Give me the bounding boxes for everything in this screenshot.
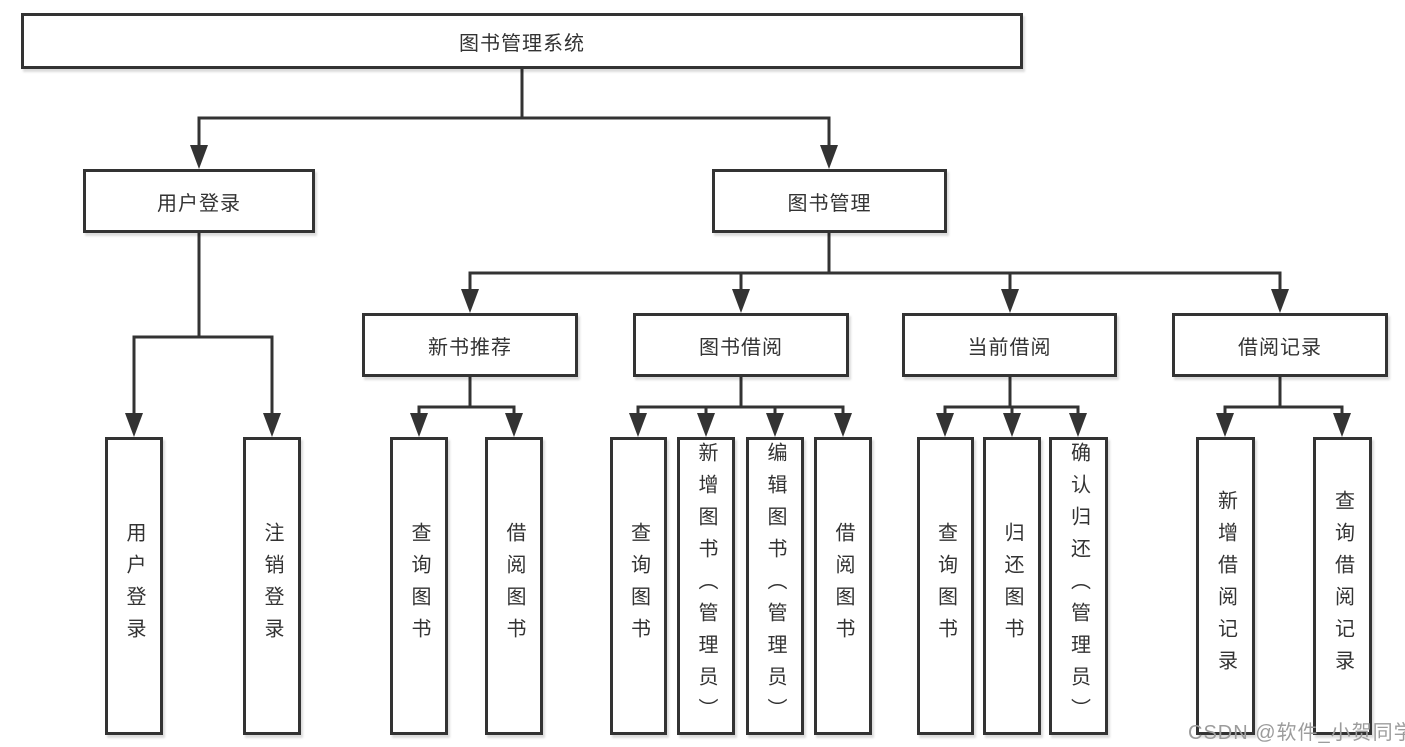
leaf-borrow-books-1: 借阅图书	[485, 437, 543, 735]
arrowhead-icon	[1069, 413, 1087, 437]
arrowhead-icon	[766, 413, 784, 437]
leaf-label: 编辑图书（管理员）	[764, 442, 786, 730]
leaf-label: 用户登录	[123, 522, 145, 650]
leaf-user-login: 用户登录	[105, 437, 163, 735]
leaf-add-borrow-record: 新增借阅记录	[1196, 437, 1255, 735]
leaf-confirm-return-admin: 确认归还（管理员）	[1049, 437, 1108, 735]
node-library-management-system: 图书管理系统	[21, 13, 1023, 69]
leaf-label: 查询图书	[627, 522, 650, 650]
leaf-add-books-admin: 新增图书（管理员）	[677, 437, 735, 735]
arrowhead-icon	[263, 413, 281, 437]
node-current-borrowing: 当前借阅	[902, 313, 1117, 377]
leaf-label: 新增图书（管理员）	[695, 442, 717, 730]
leaf-label: 查询借阅记录	[1331, 490, 1354, 682]
leaf-query-books-1: 查询图书	[390, 437, 448, 735]
leaf-label: 归还图书	[1001, 522, 1023, 650]
leaf-label: 新增借阅记录	[1214, 490, 1237, 682]
leaf-label: 查询图书	[934, 522, 957, 650]
arrowhead-icon	[1216, 413, 1234, 437]
leaf-label: 借阅图书	[832, 522, 854, 650]
leaf-label: 查询图书	[408, 522, 430, 650]
leaf-label: 确认归还（管理员）	[1067, 442, 1090, 730]
leaf-edit-books-admin: 编辑图书（管理员）	[746, 437, 804, 735]
arrowhead-icon	[505, 413, 523, 437]
leaf-label: 借阅图书	[503, 522, 525, 650]
leaf-borrow-books-2: 借阅图书	[814, 437, 872, 735]
arrowhead-icon	[732, 289, 750, 313]
node-book-management: 图书管理	[712, 169, 947, 233]
leaf-query-books-3: 查询图书	[917, 437, 974, 735]
arrowhead-icon	[1003, 413, 1021, 437]
arrowhead-icon	[461, 289, 479, 313]
csdn-watermark: CSDN @软件_小贺同学	[1188, 722, 1405, 744]
leaf-query-borrow-record: 查询借阅记录	[1313, 437, 1372, 735]
arrowhead-icon	[629, 413, 647, 437]
arrowhead-icon	[1333, 413, 1351, 437]
node-book-borrowing: 图书借阅	[633, 313, 849, 377]
leaf-label: 注销登录	[261, 522, 283, 650]
node-user-login: 用户登录	[83, 169, 315, 233]
leaf-logout: 注销登录	[243, 437, 301, 735]
arrowhead-icon	[125, 413, 143, 437]
arrowhead-icon	[697, 413, 715, 437]
leaf-return-books: 归还图书	[983, 437, 1041, 735]
arrowhead-icon	[1001, 289, 1019, 313]
leaf-query-books-2: 查询图书	[610, 437, 667, 735]
arrowhead-icon	[820, 145, 838, 169]
node-new-book-recommendation: 新书推荐	[362, 313, 578, 377]
arrowhead-icon	[936, 413, 954, 437]
arrowhead-icon	[1271, 289, 1289, 313]
arrowhead-icon	[190, 145, 208, 169]
node-borrowing-records: 借阅记录	[1172, 313, 1388, 377]
arrowhead-icon	[834, 413, 852, 437]
arrowhead-icon	[410, 413, 428, 437]
